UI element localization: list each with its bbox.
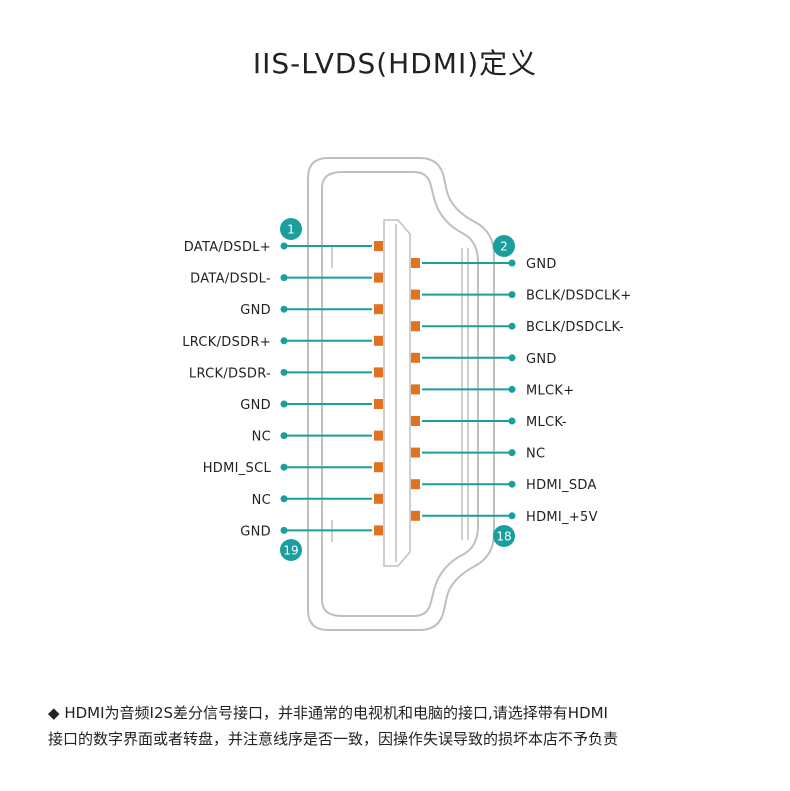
pin-2-label: GND	[526, 257, 557, 272]
pin-5-label: GND	[240, 303, 271, 318]
pin-badge-bottom-left-text: 19	[283, 544, 298, 558]
pin-2-dot	[508, 259, 516, 267]
pin-1-contact	[374, 241, 383, 251]
pin-12-dot	[508, 417, 516, 425]
pin-14-dot	[508, 449, 516, 457]
pin-18-contact	[411, 510, 420, 521]
page-title: IIS-LVDS(HDMI)定义	[252, 47, 538, 80]
pin-10-label: MLCK+	[526, 383, 574, 398]
pin-4-label: BCLK/DSDCLK+	[526, 289, 632, 304]
pin-16-contact	[411, 479, 420, 490]
pin-10-dot	[508, 385, 516, 393]
pin-3-dot	[280, 274, 288, 282]
pin-11-label: GND	[240, 398, 271, 413]
pin-15-contact	[374, 462, 383, 473]
pin-19-label: GND	[240, 524, 271, 539]
pin-badge-top-left-text: 1	[287, 223, 295, 237]
connector-shell-outer	[307, 157, 495, 631]
pin-6-dot	[508, 322, 516, 330]
pin-1-label: DATA/DSDL+	[184, 240, 271, 255]
pin-2-contact	[411, 258, 420, 268]
usage-note: ◆ HDMI为音频I2S差分信号接口，并非通常的电视机和电脑的接口,请选择带有H…	[48, 700, 768, 752]
pin-16-label: HDMI_SDA	[526, 478, 597, 493]
note-line-2: 接口的数字界面或者转盘，并注意线序是否一致，因操作失误导致的损坏本店不予负责	[48, 730, 619, 748]
pin-18-dot	[508, 512, 516, 520]
pin-badge-top-left	[280, 218, 302, 240]
pin-7-contact	[374, 335, 383, 346]
connector-shell-inner	[321, 171, 479, 617]
pin-badge-top-right-text: 2	[500, 240, 508, 254]
pin-8-contact	[411, 352, 420, 363]
pin-17-label: NC	[252, 493, 271, 508]
pin-11-dot	[280, 400, 288, 408]
pin-13-contact	[374, 430, 383, 441]
pin-16-dot	[508, 480, 516, 488]
pin-4-contact	[411, 289, 420, 300]
pin-6-contact	[411, 321, 420, 332]
diamond-bullet-icon: ◆	[48, 704, 60, 722]
pin-3-contact	[374, 272, 383, 283]
pin-17-dot	[280, 495, 288, 503]
pin-13-dot	[280, 432, 288, 440]
pin-14-contact	[411, 447, 420, 458]
pin-badge-bottom-right	[493, 525, 515, 547]
pin-5-dot	[280, 305, 288, 313]
note-line-1: ◆ HDMI为音频I2S差分信号接口，并非通常的电视机和电脑的接口,请选择带有H…	[48, 700, 768, 726]
pin-11-contact	[374, 399, 383, 409]
pin-7-label: LRCK/DSDR+	[182, 335, 271, 350]
pin-4-dot	[508, 291, 516, 299]
pin-badge-top-right	[493, 235, 515, 257]
note-text-1: HDMI为音频I2S差分信号接口，并非通常的电视机和电脑的接口,请选择带有HDM…	[64, 704, 608, 722]
pin-13-label: NC	[252, 430, 271, 445]
pin-8-dot	[508, 354, 516, 362]
pin-badge-bottom-left	[280, 539, 302, 561]
pin-12-contact	[411, 416, 420, 426]
pin-3-label: DATA/DSDL-	[190, 272, 271, 287]
pin-5-contact	[374, 304, 383, 315]
pin-badge-bottom-right-text: 18	[496, 530, 511, 544]
pin-9-contact	[374, 367, 383, 378]
pin-9-label: LRCK/DSDR-	[189, 366, 271, 381]
pin-15-dot	[280, 463, 288, 471]
pin-14-label: NC	[526, 447, 545, 462]
pin-15-label: HDMI_SCL	[203, 461, 272, 476]
pin-6-label: BCLK/DSDCLK-	[526, 320, 624, 335]
pin-12-label: MLCK-	[526, 415, 567, 430]
pin-8-label: GND	[526, 352, 557, 367]
connector-tongue	[383, 219, 411, 567]
pin-18-label: HDMI_+5V	[526, 510, 598, 525]
pin-7-dot	[280, 337, 288, 345]
pin-9-dot	[280, 368, 288, 376]
pin-1-dot	[280, 242, 288, 250]
pin-19-dot	[280, 526, 288, 534]
pin-10-contact	[411, 384, 420, 395]
pin-19-contact	[374, 525, 383, 536]
pin-17-contact	[374, 493, 383, 504]
